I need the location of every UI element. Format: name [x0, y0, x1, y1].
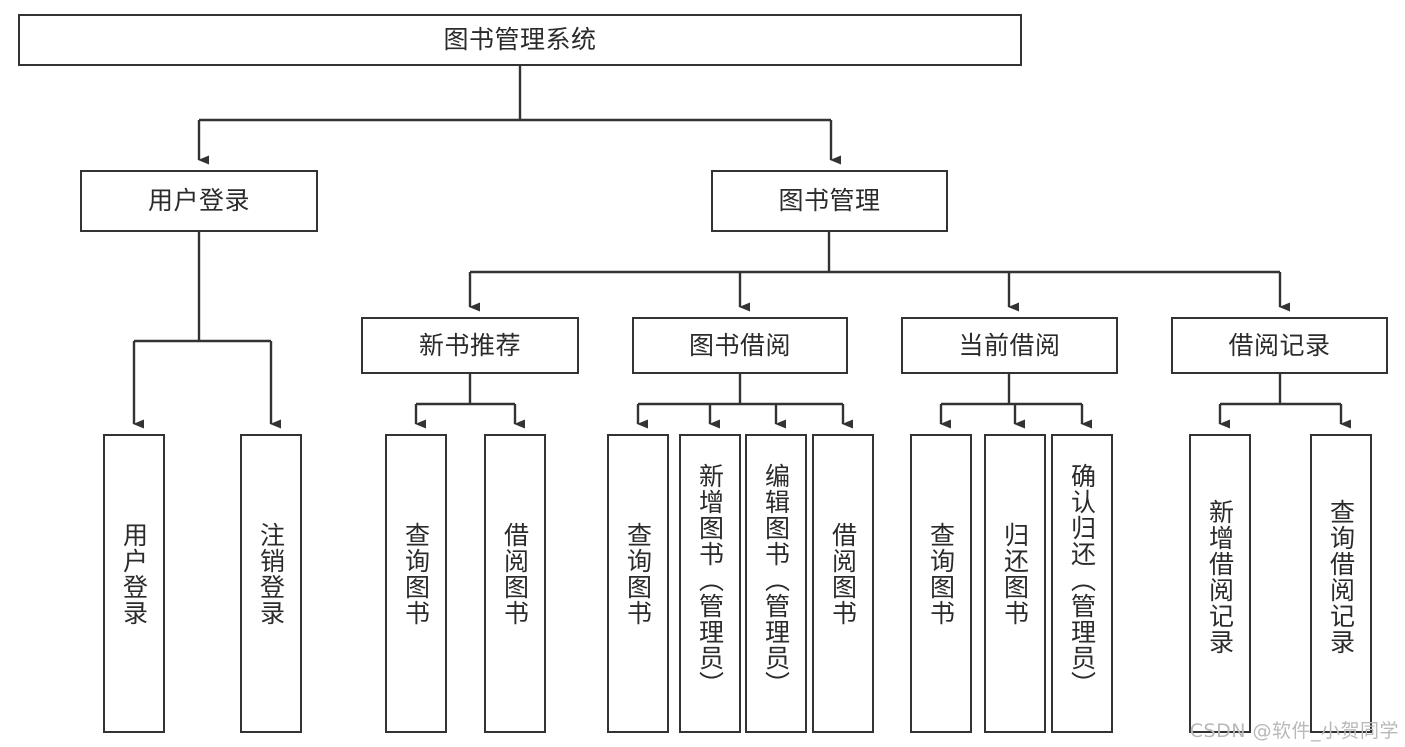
node-leaf-user-login[interactable]: 用户登录: [103, 434, 165, 733]
node-leaf-add-book-admin-label: 新增图书（管理员）: [695, 463, 725, 698]
node-leaf-query-book-borrow[interactable]: 查询图书: [607, 434, 669, 733]
node-leaf-add-borrow-record-label: 新增借阅记录: [1205, 498, 1235, 655]
node-leaf-query-borrow-record-label: 查询借阅记录: [1326, 498, 1356, 655]
connector-recommend-to-leaves: [414, 374, 525, 429]
connector-borrowrecord-to-leaves: [1218, 374, 1351, 429]
node-current-borrow-label: 当前借阅: [958, 330, 1061, 360]
node-leaf-borrow-book-label: 借阅图书: [828, 521, 858, 626]
node-root[interactable]: 图书管理系统: [18, 14, 1022, 66]
connector-userlogin-to-leaves: [132, 232, 281, 429]
node-leaf-query-book-recommend-label: 查询图书: [401, 521, 431, 626]
node-leaf-query-borrow-record[interactable]: 查询借阅记录: [1310, 434, 1372, 733]
node-leaf-confirm-return-admin[interactable]: 确认归还（管理员）: [1051, 434, 1113, 733]
node-user-login-label: 用户登录: [147, 186, 250, 216]
node-book-borrow-label: 图书借阅: [688, 330, 791, 360]
node-leaf-edit-book-admin[interactable]: 编辑图书（管理员）: [745, 434, 807, 733]
node-leaf-logout-label: 注销登录: [256, 521, 286, 626]
node-borrow-record[interactable]: 借阅记录: [1171, 317, 1388, 374]
node-leaf-return-book[interactable]: 归还图书: [984, 434, 1046, 733]
node-leaf-borrow-book-recommend-label: 借阅图书: [500, 521, 530, 626]
node-leaf-query-book-current[interactable]: 查询图书: [910, 434, 972, 733]
node-new-book-recommend[interactable]: 新书推荐: [361, 317, 579, 374]
node-leaf-query-book-current-label: 查询图书: [926, 521, 956, 626]
node-book-manage[interactable]: 图书管理: [711, 170, 948, 232]
connector-bookmanage-to-level3: [468, 232, 1290, 312]
node-leaf-edit-book-admin-label: 编辑图书（管理员）: [761, 463, 791, 698]
node-new-book-recommend-label: 新书推荐: [418, 330, 521, 360]
node-user-login[interactable]: 用户登录: [80, 170, 318, 232]
node-leaf-add-book-admin[interactable]: 新增图书（管理员）: [679, 434, 741, 733]
node-leaf-user-login-label: 用户登录: [119, 521, 149, 626]
node-leaf-return-book-label: 归还图书: [1000, 521, 1030, 626]
connector-currentborrow-to-leaves: [939, 374, 1092, 429]
node-book-manage-label: 图书管理: [778, 186, 881, 216]
node-book-borrow[interactable]: 图书借阅: [632, 317, 848, 374]
node-leaf-borrow-book[interactable]: 借阅图书: [812, 434, 874, 733]
node-root-label: 图书管理系统: [443, 25, 597, 55]
node-leaf-query-book-borrow-label: 查询图书: [623, 521, 653, 626]
node-leaf-confirm-return-admin-label: 确认归还（管理员）: [1067, 463, 1097, 698]
connector-root-to-level2: [197, 66, 841, 165]
node-leaf-logout[interactable]: 注销登录: [240, 434, 302, 733]
node-leaf-borrow-book-recommend[interactable]: 借阅图书: [484, 434, 546, 733]
node-current-borrow[interactable]: 当前借阅: [901, 317, 1118, 374]
node-leaf-add-borrow-record[interactable]: 新增借阅记录: [1189, 434, 1251, 733]
node-borrow-record-label: 借阅记录: [1228, 330, 1331, 360]
node-leaf-query-book-recommend[interactable]: 查询图书: [385, 434, 447, 733]
connector-bookborrow-to-leaves: [636, 374, 853, 429]
